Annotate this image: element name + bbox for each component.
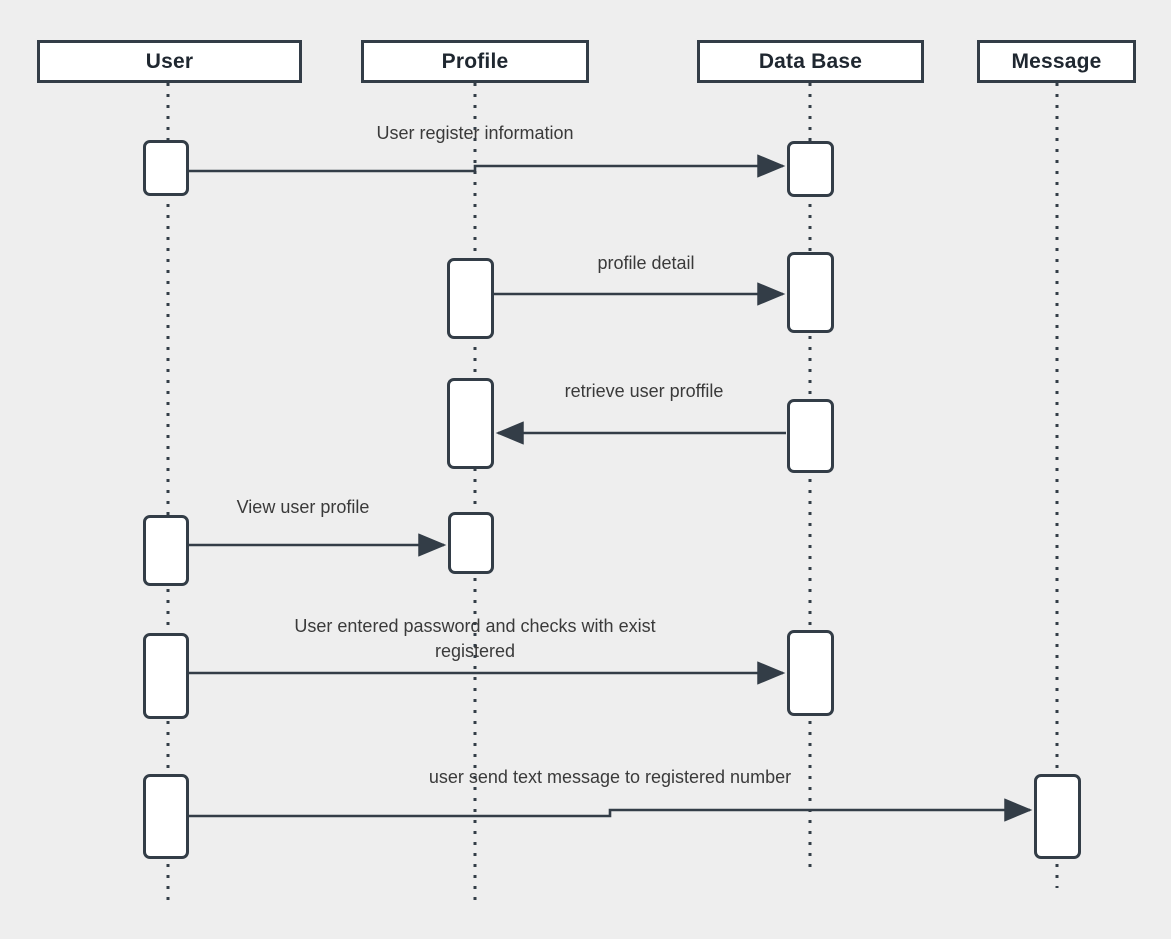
activation-bar-user[interactable] <box>143 633 189 719</box>
activation-bar-user[interactable] <box>143 515 189 586</box>
activation-bar-profile[interactable] <box>448 512 494 574</box>
participant-database[interactable]: Data Base <box>697 40 924 83</box>
activation-bar-user[interactable] <box>143 774 189 859</box>
participant-label: User <box>145 49 194 73</box>
activation-bar-user[interactable] <box>143 140 189 196</box>
message-arrows-layer <box>189 154 1033 822</box>
participant-user[interactable]: User <box>37 40 302 83</box>
participant-message[interactable]: Message <box>977 40 1136 83</box>
activation-bar-profile[interactable] <box>447 258 494 339</box>
participant-profile[interactable]: Profile <box>361 40 589 83</box>
activation-bar-message[interactable] <box>1034 774 1081 859</box>
participant-label: Profile <box>441 49 509 73</box>
activation-bar-database[interactable] <box>787 141 834 197</box>
participant-label: Message <box>1011 49 1102 73</box>
message-arrow-m1[interactable] <box>189 154 786 178</box>
activation-bar-database[interactable] <box>787 630 834 716</box>
message-arrow-m6[interactable] <box>189 798 1033 822</box>
participant-label: Data Base <box>758 49 863 73</box>
activation-bar-database[interactable] <box>787 399 834 473</box>
activation-bar-database[interactable] <box>787 252 834 333</box>
activation-bar-profile[interactable] <box>447 378 494 469</box>
lifelines-layer <box>166 83 1059 902</box>
